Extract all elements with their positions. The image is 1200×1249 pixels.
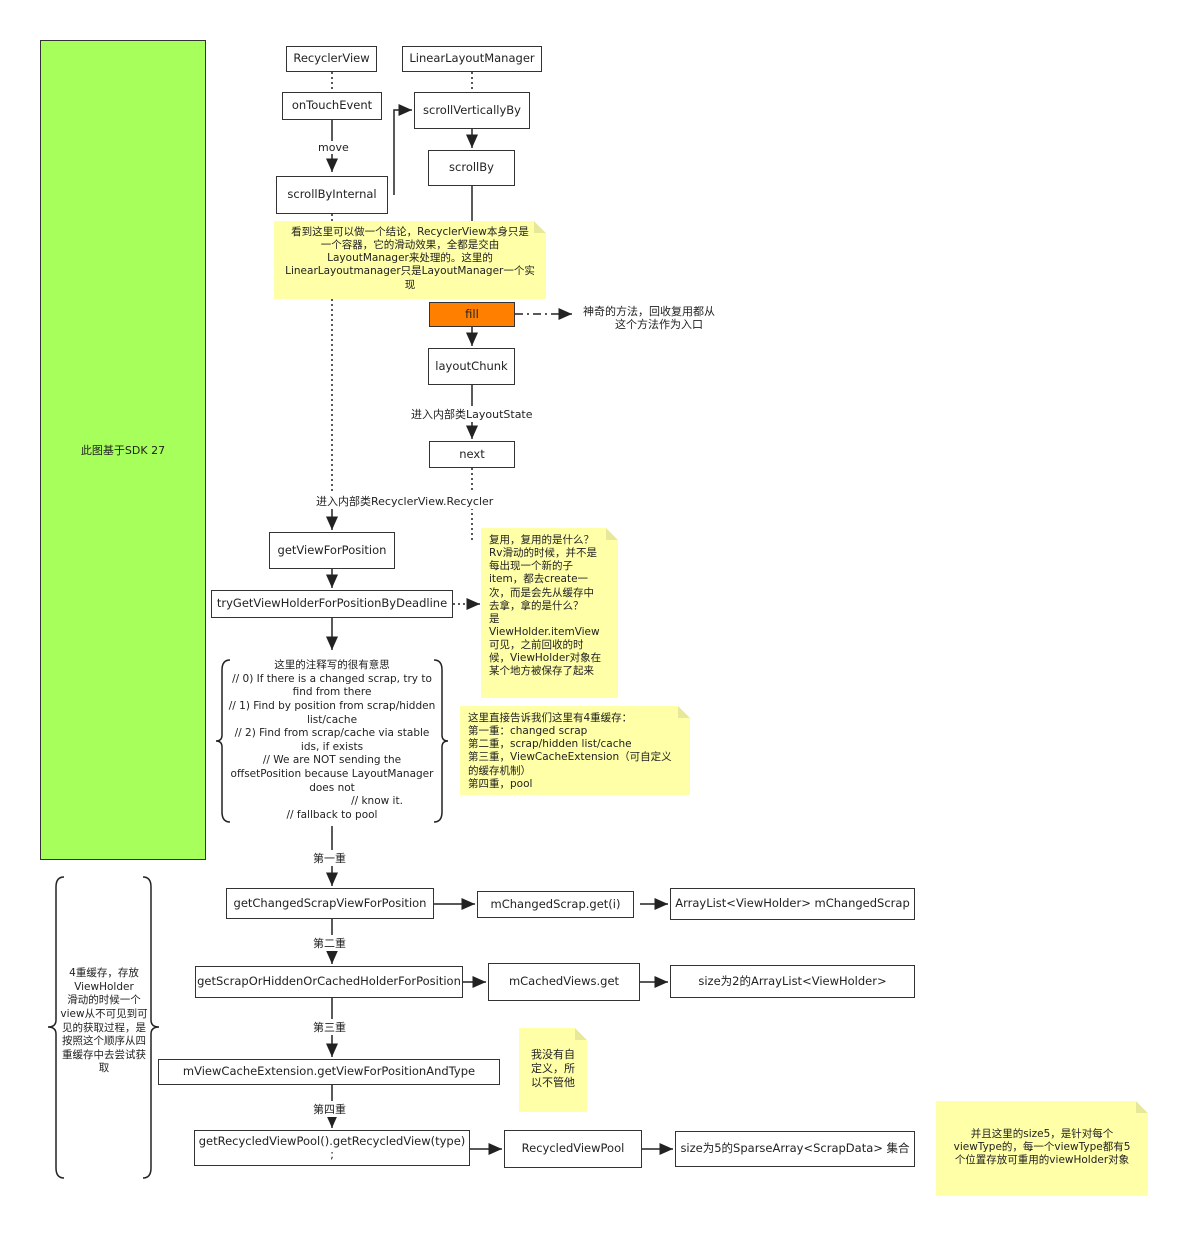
note-line: 看到这里可以做一个结论，RecyclerView本身只是 — [291, 226, 529, 238]
note-line: Rv滑动的时候，并不是 — [489, 547, 598, 560]
note-line: 现 — [404, 278, 416, 291]
comment-line: // 2) Find from scrap/cache via stable — [234, 727, 430, 740]
sdk-version-label: 此图基于SDK 27 — [80, 444, 166, 457]
scrollverticallyby-node[interactable]: scrollVerticallyBy — [414, 92, 530, 129]
viewcacheextension-node[interactable]: mViewCacheExtension.getViewForPositionAn… — [158, 1059, 500, 1085]
ontouchevent-node[interactable]: onTouchEvent — [282, 92, 382, 120]
note-line: 每出现一个新的子 — [489, 560, 573, 573]
comment-line: // know it. — [351, 795, 403, 808]
not-custom-note: 我没有自 定义，所 以不管他 — [519, 1028, 587, 1112]
comment-line: does not — [309, 781, 355, 794]
getrecycledview-label: getRecycledViewPool().getRecycledView(ty… — [198, 1133, 466, 1148]
comment-line: ids, if exists — [300, 740, 364, 753]
note-line: 定义，所 — [531, 1061, 575, 1075]
comment-line: // 1) Find by position from scrap/hidden — [228, 699, 436, 712]
fill-note-line: 这个方法作为入口 — [615, 318, 703, 332]
note-line: 候，ViewHolder对象在 — [489, 652, 602, 665]
scrollbyinternal-node[interactable]: scrollByInternal — [276, 176, 388, 214]
note-line: LayoutManager来处理的。这里的 — [327, 252, 493, 265]
note-line: 个位置存放可重用的viewHolder对象 — [954, 1154, 1130, 1167]
next-node[interactable]: next — [429, 441, 515, 468]
brace-line: 重缓存中去尝试获 — [62, 1048, 146, 1061]
note-line: 以不管他 — [531, 1075, 575, 1089]
conclusion-note: 看到这里可以做一个结论，RecyclerView本身只是 一个容器，它的滑动效果… — [274, 221, 546, 299]
note-line: 并且这里的size5，是针对每个 — [970, 1128, 1114, 1140]
scrollby-node[interactable]: scrollBy — [428, 150, 515, 186]
note-line: LinearLayoutmanager只是LayoutManager一个实 — [285, 265, 535, 278]
comment-line: list/cache — [306, 713, 358, 726]
brace-line: 见的获取过程，是 — [62, 1021, 146, 1034]
linearlayoutmanager-node[interactable]: LinearLayoutManager — [402, 46, 542, 72]
note-line: 某个地方被保存了起来 — [489, 665, 594, 678]
note-line: item，都去create一 — [489, 573, 589, 586]
note-line: 这里直接告诉我们这里有4重缓存： — [468, 712, 633, 724]
four-caches-note: 这里直接告诉我们这里有4重缓存： 第一重：changed scrap 第二重，s… — [460, 706, 690, 795]
brace-line: 取 — [98, 1062, 110, 1075]
fill-note-line: 神奇的方法，回收复用都从 — [583, 305, 715, 318]
comment-line: // fallback to pool — [286, 809, 378, 822]
source-comment: 这里的注释写的很有意思 // 0) If there is a changed … — [224, 659, 440, 823]
layoutstate-label: 进入内部类LayoutState — [411, 406, 533, 422]
note-line: 是 — [489, 612, 500, 625]
note-line: ViewHolder.itemView — [489, 625, 600, 638]
level1-label: 第一重 — [313, 850, 346, 866]
comment-line: 这里的注释写的很有意思 — [274, 659, 390, 671]
note-line: 第一重：changed scrap — [468, 725, 588, 738]
brace-line: 滑动的时候一个 — [67, 994, 141, 1007]
arraylist-changedscrap-node[interactable]: ArrayList<ViewHolder> mChangedScrap — [670, 888, 915, 920]
comment-line: find from there — [292, 686, 372, 699]
getrecycledview-semicolon: ; — [330, 1147, 334, 1161]
size5-note: 并且这里的size5，是针对每个 viewType的，每一个viewType都有… — [936, 1101, 1148, 1196]
note-line: 可见，之前回收的时 — [489, 639, 584, 651]
layoutchunk-node[interactable]: layoutChunk — [428, 348, 515, 385]
size2-arraylist-node[interactable]: size为2的ArrayList<ViewHolder> — [670, 965, 915, 998]
note-line: 第三重，ViewCacheExtension（可自定义 — [468, 751, 672, 764]
note-line: 第二重，scrap/hidden list/cache — [468, 738, 632, 751]
comment-line: // We are NOT sending the — [262, 754, 402, 767]
sdk-version-panel: 此图基于SDK 27 — [40, 40, 206, 860]
comment-line: offsetPosition because LayoutManager — [230, 768, 434, 781]
move-label: move — [318, 141, 349, 154]
level3-label: 第三重 — [313, 1019, 346, 1035]
level4-label: 第四重 — [313, 1101, 346, 1117]
fill-node[interactable]: fill — [429, 302, 515, 327]
note-line: 第四重，pool — [468, 777, 533, 790]
brace-line: 4重缓存，存放 — [69, 967, 139, 979]
recycler-label: 进入内部类RecyclerView.Recycler — [316, 493, 494, 509]
getrecycledview-node[interactable]: getRecycledViewPool().getRecycledView(ty… — [194, 1130, 470, 1166]
note-line: 我没有自 — [531, 1048, 575, 1061]
getviewforposition-node[interactable]: getViewForPosition — [269, 532, 395, 569]
fill-note: 神奇的方法，回收复用都从 这个方法作为入口 — [583, 305, 715, 332]
level2-label: 第二重 — [313, 935, 346, 951]
brace-line: 按照这个顺序从四 — [62, 1035, 146, 1048]
trygetviewholder-node[interactable]: tryGetViewHolderForPositionByDeadline — [211, 590, 453, 618]
note-line: 去拿，拿的是什么？ — [489, 599, 584, 612]
mcachedviews-get-node[interactable]: mCachedViews.get — [488, 963, 640, 1001]
note-line: 一个容器，它的滑动效果，全都是交由 — [320, 239, 500, 252]
note-line: 复用，复用的是什么？ — [489, 534, 594, 546]
getscraporhidden-node[interactable]: getScrapOrHiddenOrCachedHolderForPositio… — [195, 966, 463, 998]
note-line: 次，而是会先从缓存中 — [489, 586, 594, 599]
recyclerview-node[interactable]: RecyclerView — [286, 46, 377, 72]
mchangedscrap-get-node[interactable]: mChangedScrap.get(i) — [477, 891, 634, 918]
getchangedscrap-node[interactable]: getChangedScrapViewForPosition — [226, 888, 434, 919]
note-line: viewType的，每一个viewType都有5 — [953, 1141, 1131, 1154]
note-line: 的缓存机制） — [468, 764, 531, 777]
brace-line: ViewHolder — [74, 980, 134, 993]
brace-line: view从不可见到可 — [60, 1007, 148, 1020]
size5-sparsearray-node[interactable]: size为5的SparseArray<ScrapData> 集合 — [675, 1131, 915, 1167]
reuse-note: 复用，复用的是什么？ Rv滑动的时候，并不是 每出现一个新的子 item，都去c… — [481, 528, 618, 698]
four-level-cache-description: 4重缓存，存放 ViewHolder 滑动的时候一个 view从不可见到可 见的… — [58, 967, 150, 1076]
recycledviewpool-node[interactable]: RecycledViewPool — [504, 1130, 642, 1168]
comment-line: // 0) If there is a changed scrap, try t… — [232, 672, 432, 685]
